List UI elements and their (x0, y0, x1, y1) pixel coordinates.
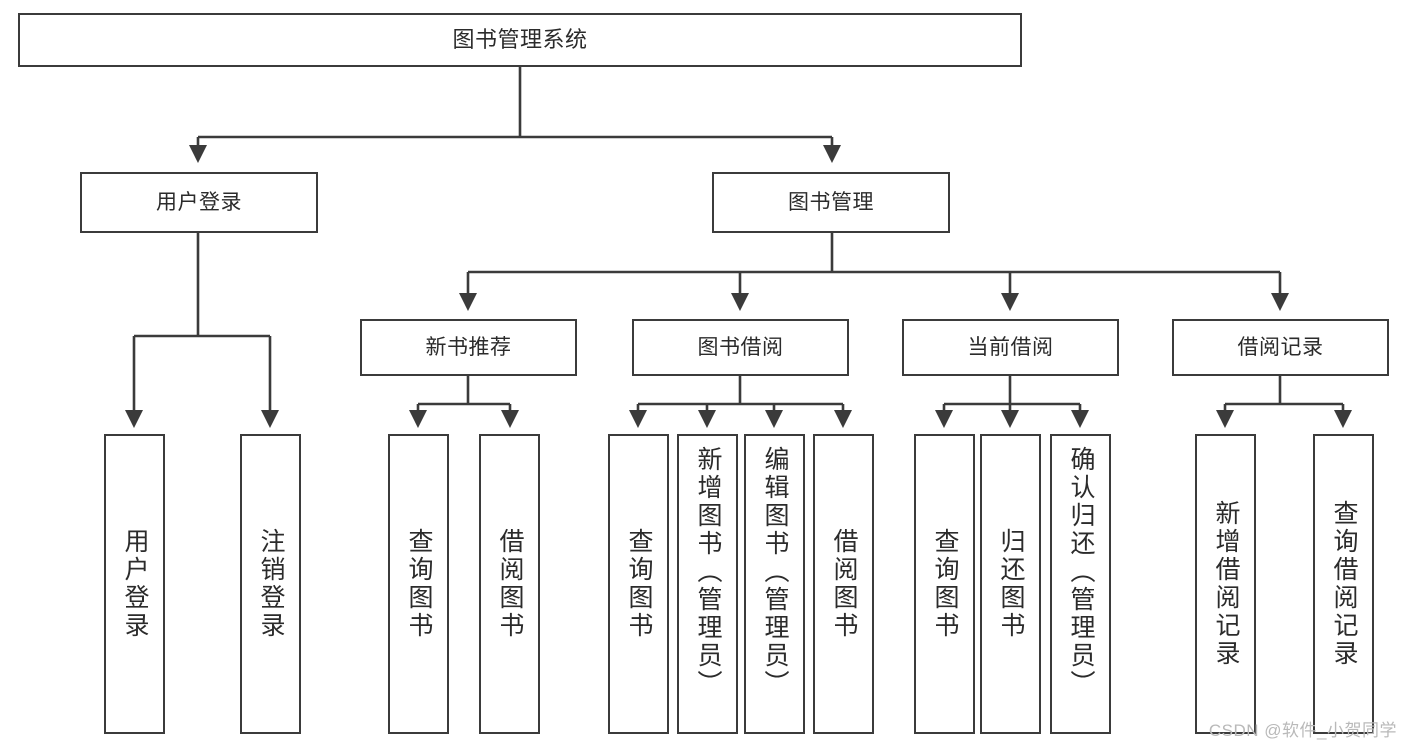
node-label: 注销登录 (257, 528, 285, 640)
node-label: 借阅图书 (496, 528, 524, 640)
node-label: 归还图书 (997, 528, 1025, 640)
node-label: 查询借阅记录 (1330, 500, 1358, 668)
node-label: 查询图书 (625, 528, 653, 640)
node-borrow-record[interactable]: 借阅记录 (1172, 319, 1389, 376)
node-current-borrow[interactable]: 当前借阅 (902, 319, 1119, 376)
leaf-record-query-record[interactable]: 查询借阅记录 (1313, 434, 1374, 734)
node-label: 编辑图书（管理员） (761, 446, 789, 698)
node-label: 新增图书（管理员） (694, 446, 722, 698)
leaf-recommend-borrow-book[interactable]: 借阅图书 (479, 434, 540, 734)
node-book-management[interactable]: 图书管理 (712, 172, 950, 233)
node-label: 借阅记录 (1237, 335, 1324, 359)
node-new-book-recommend[interactable]: 新书推荐 (360, 319, 577, 376)
leaf-user-login-signin[interactable]: 用户登录 (104, 434, 165, 734)
leaf-recommend-query-book[interactable]: 查询图书 (388, 434, 449, 734)
node-root-system[interactable]: 图书管理系统 (18, 13, 1022, 67)
node-user-login[interactable]: 用户登录 (80, 172, 318, 233)
node-label: 图书管理系统 (452, 26, 588, 52)
leaf-current-confirm-return-admin[interactable]: 确认归还（管理员） (1050, 434, 1111, 734)
leaf-user-login-signout[interactable]: 注销登录 (240, 434, 301, 734)
node-label: 查询图书 (931, 528, 959, 640)
node-label: 图书借阅 (697, 335, 784, 359)
node-label: 查询图书 (405, 528, 433, 640)
node-label: 用户登录 (156, 190, 242, 214)
node-label: 当前借阅 (967, 335, 1054, 359)
leaf-current-query-book[interactable]: 查询图书 (914, 434, 975, 734)
leaf-current-return-book[interactable]: 归还图书 (980, 434, 1041, 734)
node-book-borrow[interactable]: 图书借阅 (632, 319, 849, 376)
leaf-borrow-borrow-book[interactable]: 借阅图书 (813, 434, 874, 734)
node-label: 确认归还（管理员） (1067, 446, 1095, 698)
node-label: 借阅图书 (830, 528, 858, 640)
node-label: 图书管理 (788, 190, 874, 214)
leaf-borrow-add-book-admin[interactable]: 新增图书（管理员） (677, 434, 738, 734)
leaf-record-add-record[interactable]: 新增借阅记录 (1195, 434, 1256, 734)
leaf-borrow-edit-book-admin[interactable]: 编辑图书（管理员） (744, 434, 805, 734)
leaf-borrow-query-book[interactable]: 查询图书 (608, 434, 669, 734)
node-label: 用户登录 (121, 528, 149, 640)
node-label: 新增借阅记录 (1212, 500, 1240, 668)
watermark-text: CSDN @软件_小贺同学 (1208, 721, 1397, 740)
node-label: 新书推荐 (425, 335, 512, 359)
